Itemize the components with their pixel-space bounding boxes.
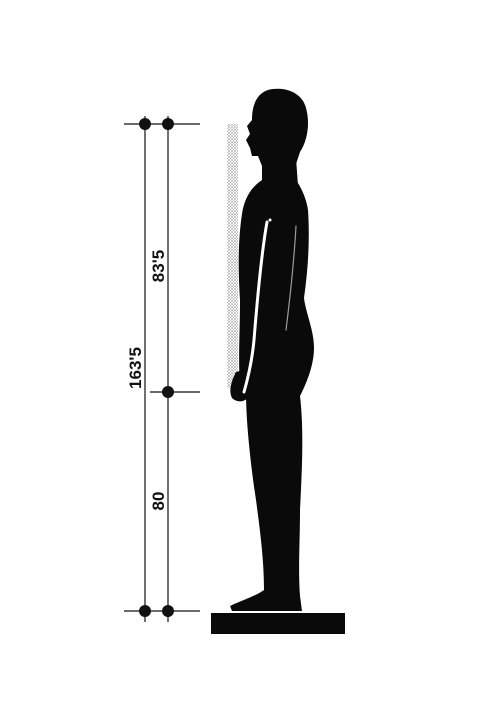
- arm-outline-highlight: [242, 220, 269, 394]
- upper-segment-label: 83'5: [149, 250, 168, 282]
- hand-marker: [162, 386, 174, 398]
- body: [230, 180, 314, 611]
- head: [246, 88, 308, 166]
- arm-back-highlight: [285, 225, 297, 331]
- top-marker-inner: [162, 118, 174, 130]
- floor-marker-outer: [139, 605, 151, 617]
- neck: [262, 158, 298, 186]
- dimension-markers: [139, 118, 174, 617]
- total-height-label: 163'5: [126, 347, 145, 389]
- shoulder-dot: [268, 218, 272, 222]
- stippled-reach-bar: [227, 124, 238, 388]
- top-marker-outer: [139, 118, 151, 130]
- floor-block: [211, 613, 345, 634]
- lower-segment-label: 80: [149, 492, 168, 511]
- human-silhouette: [230, 88, 314, 611]
- floor-marker-inner: [162, 605, 174, 617]
